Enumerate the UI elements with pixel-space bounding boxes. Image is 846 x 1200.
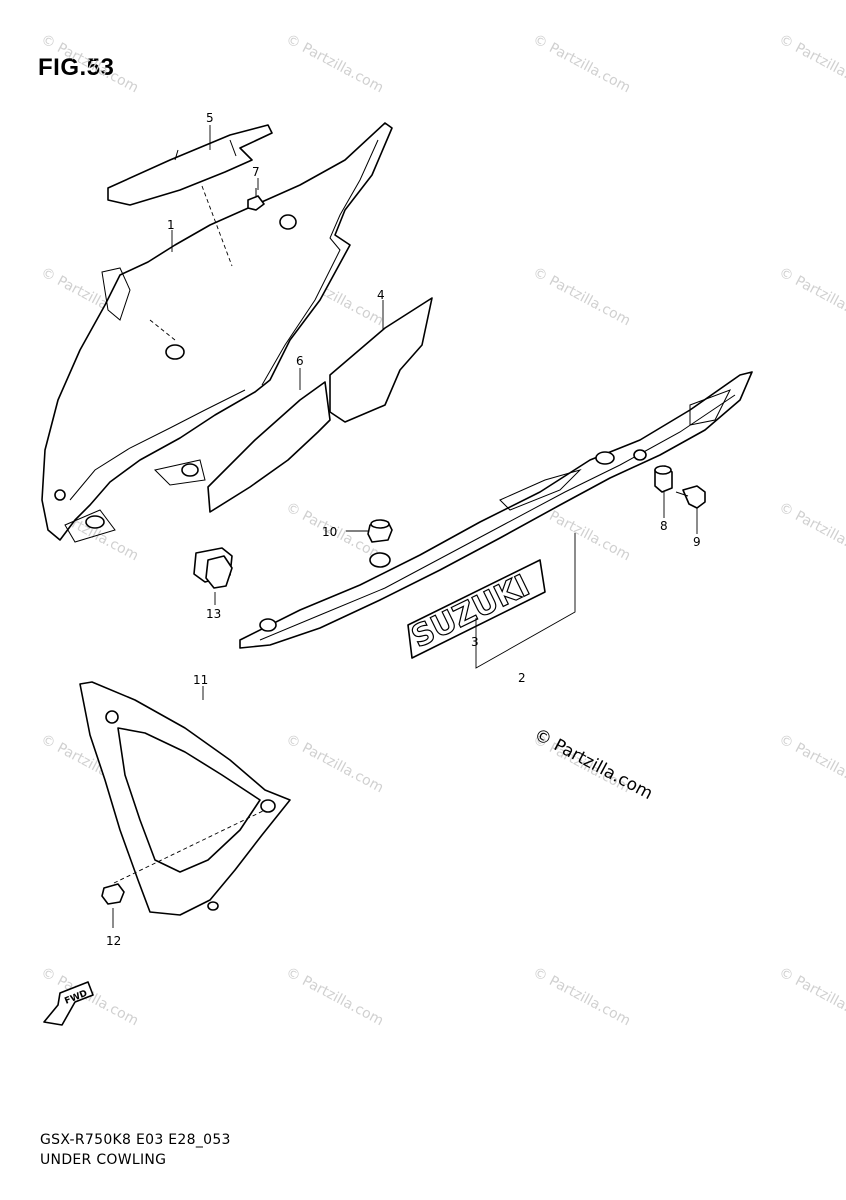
callout-12: 12 (106, 934, 121, 948)
part-5-bracket[interactable] (107, 124, 273, 206)
watermark-7: © Partzilla.com (776, 264, 846, 329)
section-name: UNDER COWLING (40, 1152, 167, 1168)
part-11-inner-cover[interactable] (79, 681, 291, 916)
copyright-notice: © Partzilla.com (531, 725, 656, 804)
callout-1: 1 (167, 218, 175, 232)
leader-lines (112, 125, 698, 928)
callout-10: 10 (322, 525, 337, 539)
part-10-grommet[interactable] (367, 519, 393, 543)
watermark-6: © Partzilla.com (530, 264, 633, 329)
part-13-clip-nut[interactable] (193, 547, 233, 589)
watermark-11: © Partzilla.com (776, 499, 846, 564)
callout-7: 7 (252, 165, 260, 179)
part-4-pad[interactable] (329, 297, 433, 423)
watermark-13: © Partzilla.com (283, 731, 386, 796)
watermark-2: © Partzilla.com (530, 31, 633, 96)
part-2-right-under-cowling[interactable] (239, 371, 753, 649)
watermark-15: © Partzilla.com (776, 731, 846, 796)
watermark-0: © Partzilla.com (38, 31, 141, 96)
callout-3: 3 (471, 635, 479, 649)
callout-4: 4 (377, 288, 385, 302)
part-7-screw[interactable] (247, 188, 265, 211)
figure-title: FIG.53 (38, 54, 115, 81)
callout-13: 13 (206, 607, 221, 621)
part-9-bolt[interactable] (675, 485, 706, 509)
watermark-1: © Partzilla.com (283, 31, 386, 96)
watermark-18: © Partzilla.com (530, 964, 633, 1029)
part-6-pad[interactable] (207, 381, 331, 513)
callout-11: 11 (193, 673, 208, 687)
watermark-19: © Partzilla.com (776, 964, 846, 1029)
model-code: GSX-R750K8 E03 E28_053 (40, 1132, 231, 1148)
watermark-3: © Partzilla.com (776, 31, 846, 96)
callout-9: 9 (693, 535, 701, 549)
part-12-push-clip[interactable] (101, 883, 125, 905)
part-8-grommet[interactable] (654, 465, 673, 493)
callout-5: 5 (206, 111, 214, 125)
callout-8: 8 (660, 519, 668, 533)
part-1-left-under-cowling[interactable] (41, 122, 393, 543)
watermark-17: © Partzilla.com (283, 964, 386, 1029)
callout-labels: 1 2 3 4 5 6 7 8 9 10 11 12 13 (106, 111, 701, 948)
callout-2: 2 (518, 671, 526, 685)
callout-6: 6 (296, 354, 304, 368)
